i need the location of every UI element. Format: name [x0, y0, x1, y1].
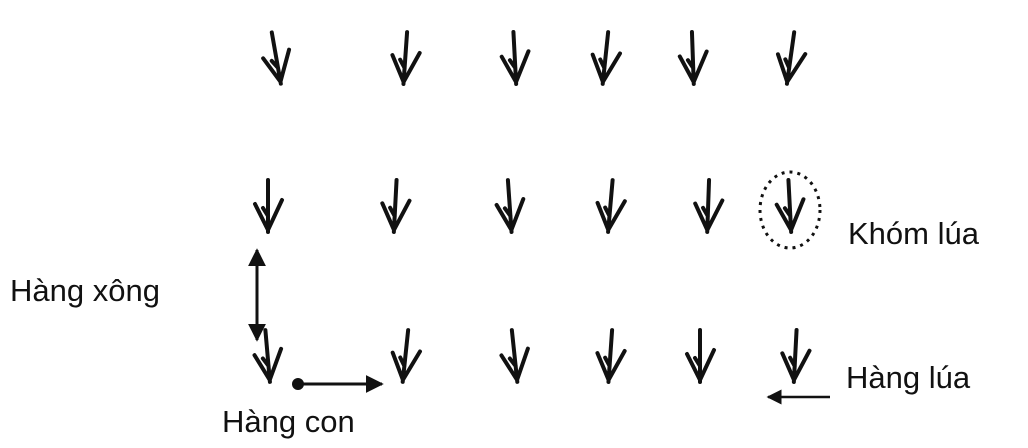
rice-plant [499, 329, 531, 384]
rice-plant [595, 179, 626, 233]
rice-plant [694, 180, 723, 233]
rice-plant [781, 329, 811, 382]
rice-plant [259, 30, 295, 86]
rice-plant [255, 180, 282, 232]
rice-plant-grid [252, 30, 810, 383]
rice-plant [381, 179, 411, 232]
hill-spacing-arrow-tail [292, 378, 304, 390]
rice-plant [687, 330, 714, 382]
rice-plant [679, 32, 708, 85]
rice-plant [500, 31, 530, 84]
rice-plant [595, 329, 626, 383]
row-spacing-label: Hàng xông [10, 275, 160, 306]
rice-row-label: Hàng lúa [846, 362, 970, 393]
rice-plant [390, 31, 421, 85]
rice-plant [390, 329, 422, 384]
rice-plant [774, 30, 808, 85]
hill-spacing-label: Hàng con [222, 406, 355, 437]
rice-plant [775, 179, 805, 232]
rice-plant [590, 31, 622, 86]
clump-label: Khóm lúa [848, 218, 979, 249]
rice-plant [495, 179, 526, 233]
